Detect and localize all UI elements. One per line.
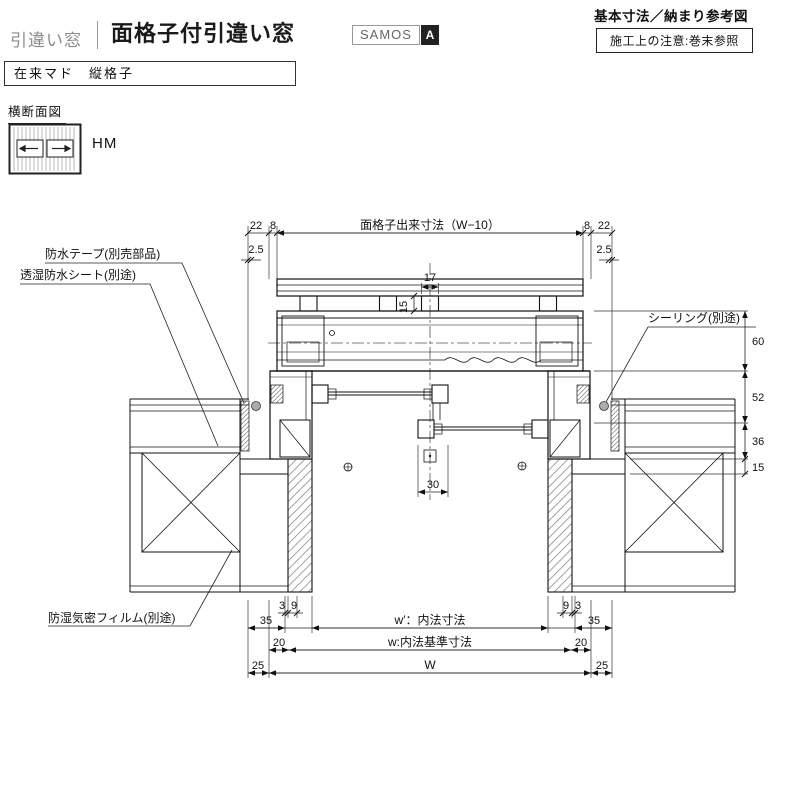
window-frame bbox=[269, 370, 591, 472]
dimension-lines bbox=[241, 230, 748, 676]
dim-right-15: 15 bbox=[752, 462, 764, 474]
sealing-bead bbox=[251, 401, 261, 411]
page-title: 面格子付引違い窓 bbox=[111, 21, 296, 46]
dim-top-right-8: 8 bbox=[584, 220, 590, 232]
dim-left-25: 25 bbox=[252, 660, 264, 672]
caution-note: 施工上の注意:巻末参照 bbox=[596, 28, 753, 53]
dim-left-35: 35 bbox=[260, 615, 272, 627]
brand-badge: SAMOS A bbox=[352, 25, 439, 45]
inner-sash bbox=[417, 419, 549, 439]
dim-bottom-left-9: 9 bbox=[291, 600, 297, 612]
dim-bar-width-17: 17 bbox=[424, 272, 436, 284]
dim-right-20: 20 bbox=[575, 637, 587, 649]
dim-W: W bbox=[424, 658, 436, 672]
brand-mark: A bbox=[420, 25, 439, 45]
reference-title: 基本寸法／納まり参考図 bbox=[594, 9, 748, 24]
dim-w-inner: w′：内法寸法 bbox=[394, 613, 466, 627]
grille-bar bbox=[538, 295, 558, 312]
outer-sash bbox=[311, 384, 449, 404]
window-category-label: 引違い窓 bbox=[10, 31, 82, 50]
waterproof-tape-strip bbox=[240, 400, 250, 452]
header-divider bbox=[97, 21, 98, 49]
extension-lines bbox=[247, 226, 748, 678]
dim-right-60: 60 bbox=[752, 336, 764, 348]
window-icon bbox=[8, 123, 82, 175]
dim-right-35: 35 bbox=[588, 615, 600, 627]
wall-posts bbox=[287, 458, 573, 593]
waterproof-tape-strip bbox=[610, 400, 620, 452]
dim-w-standard: w:内法基準寸法 bbox=[387, 634, 472, 649]
dim-right-2-5: 2.5 bbox=[596, 244, 611, 256]
dim-gap-30: 30 bbox=[427, 479, 439, 491]
callout-sealing: シーリング(別途) bbox=[648, 310, 740, 325]
dim-right-52: 52 bbox=[752, 392, 764, 404]
dim-top-left-22: 22 bbox=[250, 220, 262, 232]
wall-left bbox=[129, 398, 288, 593]
dim-bottom-right-3: 3 bbox=[575, 600, 581, 612]
grille-bar bbox=[299, 295, 318, 312]
sealing-bead bbox=[599, 401, 609, 411]
dim-grille-width: 面格子出来寸法（W−10） bbox=[360, 217, 500, 232]
dim-left-20: 20 bbox=[273, 637, 285, 649]
dim-top-right-22: 22 bbox=[598, 220, 610, 232]
brand-name: SAMOS bbox=[352, 25, 420, 45]
section-code: HM bbox=[92, 135, 118, 152]
callout-waterproof-tape: 防水テープ(別売部品) bbox=[45, 246, 160, 261]
dim-right-36: 36 bbox=[752, 436, 764, 448]
face-grille-assembly bbox=[276, 278, 584, 372]
leader-lines bbox=[20, 262, 756, 627]
dim-bar-height-15: 15 bbox=[398, 301, 410, 313]
interior-casing bbox=[240, 458, 625, 475]
dim-bottom-right-9: 9 bbox=[563, 600, 569, 612]
callout-moisture-film: 防湿気密フィルム(別途) bbox=[48, 610, 176, 625]
callout-breathable-sheet: 透湿防水シート(別途) bbox=[20, 267, 136, 282]
centerlines bbox=[268, 263, 592, 500]
slide-arrows-icon bbox=[18, 144, 72, 153]
window-type-box: 在来マド 縦格子 bbox=[4, 61, 296, 86]
break-line bbox=[444, 357, 542, 363]
dim-right-25: 25 bbox=[596, 660, 608, 672]
wall-right bbox=[572, 398, 736, 593]
dim-top-left-8: 8 bbox=[270, 220, 276, 232]
dim-bottom-left-3: 3 bbox=[279, 600, 285, 612]
dim-left-2-5: 2.5 bbox=[248, 244, 263, 256]
grille-bar bbox=[378, 295, 398, 312]
